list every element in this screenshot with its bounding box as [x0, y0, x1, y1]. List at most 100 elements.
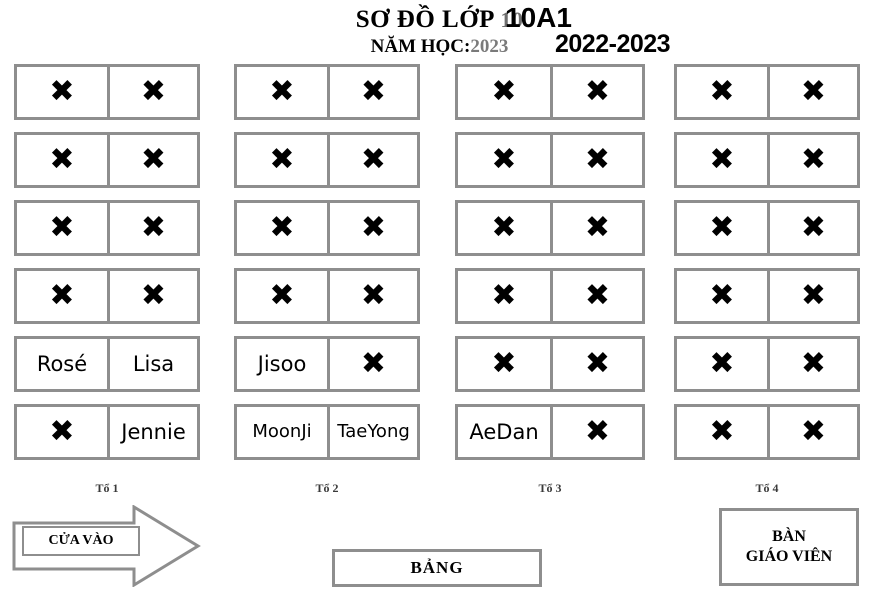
seat[interactable]: ✖: [327, 135, 417, 185]
cross-mark-icon: ✖: [800, 278, 827, 313]
seat[interactable]: ✖: [327, 67, 417, 117]
cross-mark-icon: ✖: [800, 210, 827, 245]
entrance-label: CỬA VÀO: [22, 526, 140, 556]
seat[interactable]: ✖: [550, 67, 642, 117]
cross-mark-icon: ✖: [49, 414, 75, 449]
seat[interactable]: ✖: [767, 339, 857, 389]
desk-row: ✖ ✖: [455, 336, 645, 392]
seat[interactable]: Lisa: [107, 339, 197, 389]
student-name: Jisoo: [257, 351, 307, 376]
desk-row: ✖ ✖: [14, 64, 200, 120]
seat[interactable]: ✖: [107, 203, 197, 253]
desk-row: ✖ ✖: [674, 268, 860, 324]
seat[interactable]: ✖: [550, 135, 642, 185]
teacher-desk-line-1: BÀN: [772, 528, 806, 545]
desk-row: Jisoo ✖: [234, 336, 420, 392]
seat[interactable]: ✖: [550, 271, 642, 321]
cross-mark-icon: ✖: [584, 210, 611, 245]
seat[interactable]: ✖: [107, 271, 197, 321]
seat[interactable]: ✖: [327, 339, 417, 389]
seat[interactable]: ✖: [677, 203, 767, 253]
seat[interactable]: ✖: [237, 135, 327, 185]
cross-mark-icon: ✖: [140, 74, 167, 109]
school-year-line: NĂM HỌC:2023: [0, 36, 879, 58]
seat[interactable]: MoonJi: [237, 407, 327, 457]
seat[interactable]: ✖: [767, 203, 857, 253]
seat[interactable]: ✖: [17, 203, 107, 253]
seat[interactable]: ✖: [458, 339, 550, 389]
seating-group-4: ✖ ✖ ✖ ✖ ✖ ✖ ✖ ✖ ✖ ✖ ✖ ✖: [674, 64, 860, 472]
seat[interactable]: ✖: [458, 271, 550, 321]
student-name: Jennie: [121, 419, 186, 444]
page-title-label: SƠ ĐỒ LỚP: [355, 6, 501, 33]
cross-mark-icon: ✖: [49, 74, 75, 109]
seat[interactable]: ✖: [107, 135, 197, 185]
desk-row: ✖ ✖: [455, 200, 645, 256]
cross-mark-icon: ✖: [140, 210, 167, 245]
seat[interactable]: ✖: [17, 271, 107, 321]
seat[interactable]: ✖: [237, 203, 327, 253]
school-year-faint: 2023: [470, 36, 509, 57]
student-name: Lisa: [132, 351, 175, 376]
seat[interactable]: ✖: [677, 135, 767, 185]
cross-mark-icon: ✖: [709, 74, 735, 109]
cross-mark-icon: ✖: [491, 142, 517, 177]
seat[interactable]: ✖: [550, 203, 642, 253]
seat[interactable]: ✖: [550, 339, 642, 389]
cross-mark-icon: ✖: [140, 278, 167, 313]
seat[interactable]: ✖: [458, 67, 550, 117]
seat[interactable]: Jennie: [107, 407, 197, 457]
cross-mark-icon: ✖: [800, 74, 827, 109]
cross-mark-icon: ✖: [800, 414, 827, 449]
cross-mark-icon: ✖: [360, 142, 387, 177]
cross-mark-icon: ✖: [709, 278, 735, 313]
seat[interactable]: ✖: [677, 339, 767, 389]
desk-row: ✖ ✖: [674, 64, 860, 120]
seat[interactable]: Rosé: [17, 339, 107, 389]
seat[interactable]: ✖: [767, 407, 857, 457]
seat[interactable]: ✖: [767, 135, 857, 185]
group-caption-4: Tổ 4: [755, 481, 779, 495]
cross-mark-icon: ✖: [49, 210, 75, 245]
cross-mark-icon: ✖: [491, 74, 517, 109]
cross-mark-icon: ✖: [360, 346, 387, 381]
desk-row: ✖ ✖: [455, 64, 645, 120]
desk-row: ✖ ✖: [674, 200, 860, 256]
seating-group-1: ✖ ✖ ✖ ✖ ✖ ✖ ✖ ✖ Rosé Lisa ✖ Jennie: [14, 64, 200, 472]
seat[interactable]: TaeYong: [327, 407, 417, 457]
seat[interactable]: ✖: [550, 407, 642, 457]
seat[interactable]: ✖: [458, 135, 550, 185]
student-name: Rosé: [36, 351, 88, 376]
seat[interactable]: ✖: [677, 67, 767, 117]
desk-row: ✖ ✖: [234, 64, 420, 120]
teacher-desk: BÀN GIÁO VIÊN: [719, 508, 859, 586]
seat[interactable]: ✖: [327, 203, 417, 253]
seat[interactable]: ✖: [767, 271, 857, 321]
seat[interactable]: AeDan: [458, 407, 550, 457]
cross-mark-icon: ✖: [269, 142, 295, 177]
seat[interactable]: ✖: [17, 67, 107, 117]
seat[interactable]: ✖: [107, 67, 197, 117]
seating-group-3: ✖ ✖ ✖ ✖ ✖ ✖ ✖ ✖ ✖ ✖ AeDan ✖: [455, 64, 645, 472]
seating-group-2: ✖ ✖ ✖ ✖ ✖ ✖ ✖ ✖ Jisoo ✖ MoonJi TaeYong: [234, 64, 420, 472]
seat[interactable]: Jisoo: [237, 339, 327, 389]
seat[interactable]: ✖: [17, 135, 107, 185]
seat[interactable]: ✖: [327, 271, 417, 321]
cross-mark-icon: ✖: [584, 414, 611, 449]
seat[interactable]: ✖: [458, 203, 550, 253]
school-year-label: NĂM HỌC:: [370, 36, 471, 57]
student-name: TaeYong: [337, 421, 410, 442]
seat[interactable]: ✖: [677, 271, 767, 321]
cross-mark-icon: ✖: [584, 74, 611, 109]
seat[interactable]: ✖: [17, 407, 107, 457]
seat[interactable]: ✖: [237, 67, 327, 117]
desk-row: ✖ ✖: [14, 268, 200, 324]
seat[interactable]: ✖: [677, 407, 767, 457]
page-title-faint-number: 10: [500, 7, 524, 32]
desk-row: Rosé Lisa: [14, 336, 200, 392]
desk-row: ✖ ✖: [674, 336, 860, 392]
seat[interactable]: ✖: [237, 271, 327, 321]
seat[interactable]: ✖: [767, 67, 857, 117]
cross-mark-icon: ✖: [584, 278, 611, 313]
